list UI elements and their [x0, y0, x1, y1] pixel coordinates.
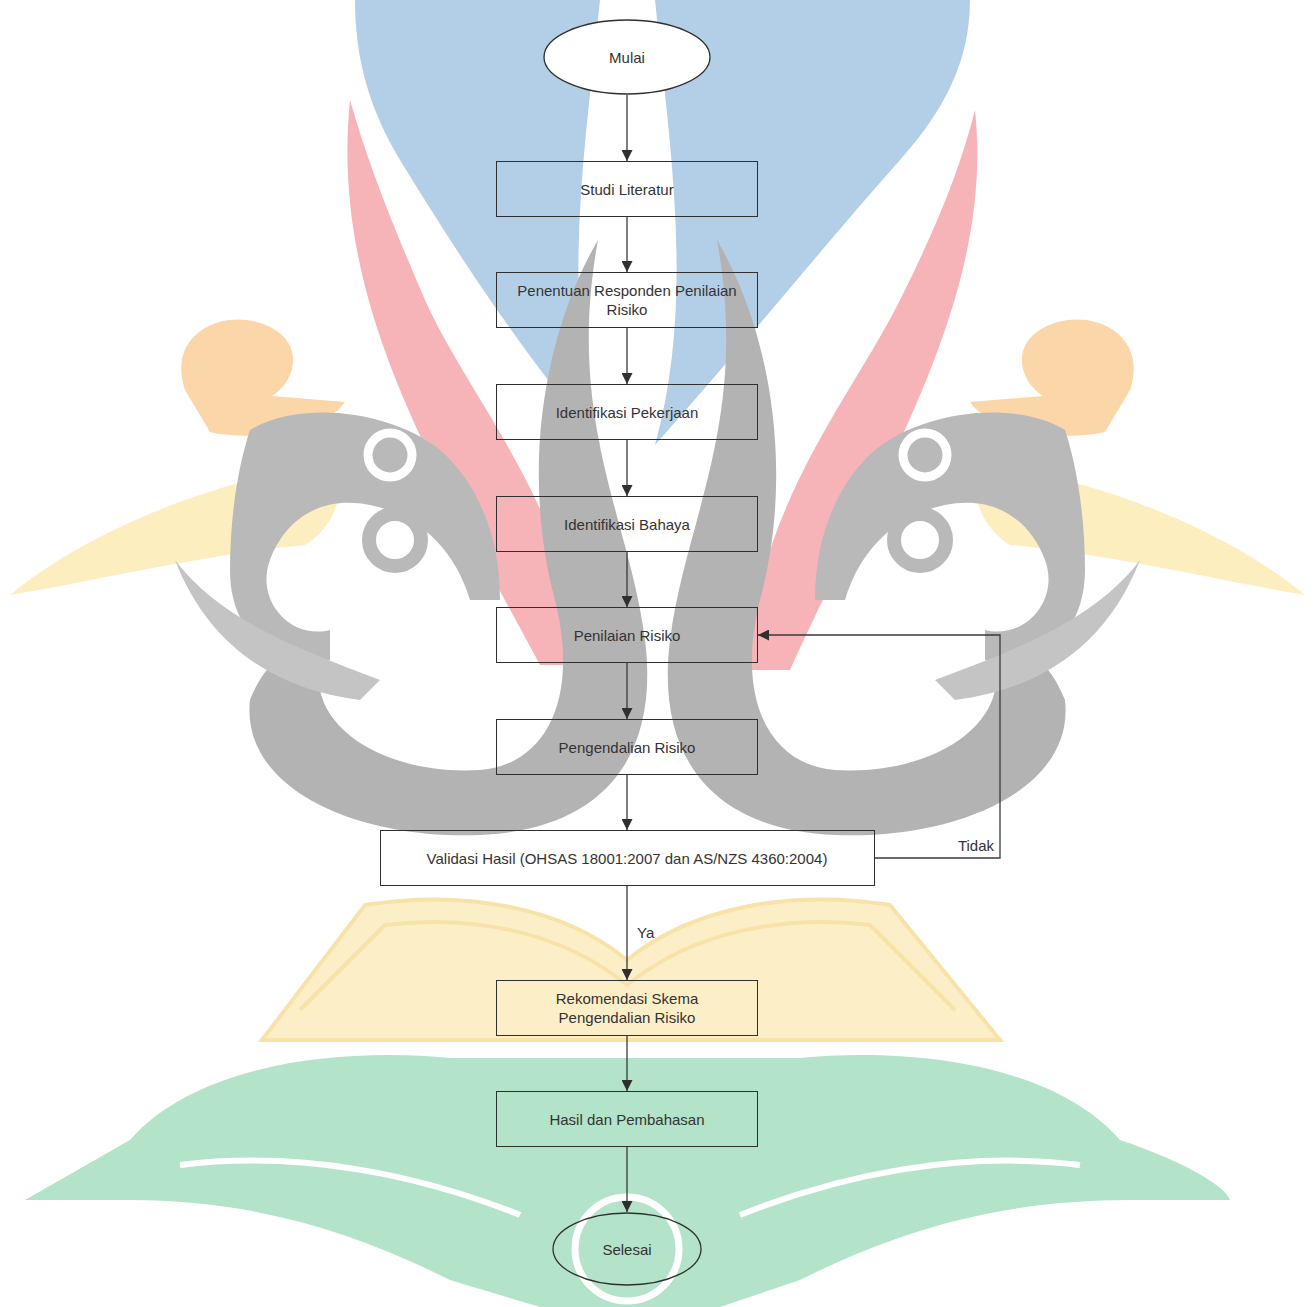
- green-ribbon: [25, 1055, 1230, 1307]
- process-box: Studi Literatur: [496, 161, 758, 217]
- flow-arrow: [626, 95, 627, 161]
- node-text: Studi Literatur: [580, 180, 673, 199]
- flow-arrow: [626, 663, 627, 719]
- terminator-ellipse: Mulai: [543, 19, 711, 95]
- terminator-ellipse: Selesai: [552, 1212, 702, 1286]
- flow-arrow: [626, 328, 627, 384]
- ellipse-outline: [544, 20, 710, 94]
- process-box: Penentuan Responden Penilaian Risiko: [496, 272, 758, 328]
- edge-label: Tidak: [958, 837, 994, 855]
- flow-arrow: [626, 217, 627, 272]
- node-text: Hasil dan Pembahasan: [549, 1110, 704, 1129]
- process-box: Validasi Hasil (OHSAS 18001:2007 dan AS/…: [380, 830, 875, 886]
- open-book: [262, 900, 1000, 1040]
- flow-arrow: [626, 886, 627, 980]
- hornbill-swirl: [369, 514, 421, 566]
- process-box: Rekomendasi Skema Pengendalian Risiko: [496, 980, 758, 1036]
- node-text: Identifikasi Bahaya: [564, 515, 690, 534]
- node-text: Selesai: [602, 1240, 651, 1259]
- process-box: Hasil dan Pembahasan: [496, 1091, 758, 1147]
- hornbill-swirl: [368, 433, 412, 477]
- node-text: Identifikasi Pekerjaan: [556, 403, 699, 422]
- node-text: Rekomendasi Skema Pengendalian Risiko: [511, 989, 743, 1027]
- flow-arrow: [626, 1147, 627, 1212]
- node-text: Mulai: [609, 48, 645, 67]
- process-box: Pengendalian Risiko: [496, 719, 758, 775]
- node-text: Pengendalian Risiko: [559, 738, 696, 757]
- process-box: Identifikasi Pekerjaan: [496, 384, 758, 440]
- flow-arrow: [758, 635, 1000, 858]
- flow-arrow: [626, 552, 627, 607]
- node-text: Penilaian Risiko: [574, 626, 681, 645]
- node-text: Penentuan Responden Penilaian Risiko: [511, 281, 743, 319]
- flow-arrow: [626, 1036, 627, 1091]
- hornbill-wing: [175, 560, 380, 700]
- green-ribbon-fold: [180, 1161, 1080, 1215]
- hornbill-head: [230, 413, 500, 662]
- hornbill-figure: [10, 240, 647, 835]
- node-text: Validasi Hasil (OHSAS 18001:2007 dan AS/…: [427, 849, 828, 868]
- edge-label: Ya: [637, 924, 654, 942]
- flow-arrow: [626, 775, 627, 830]
- pink-flame: [745, 110, 977, 670]
- process-box: Identifikasi Bahaya: [496, 496, 758, 552]
- ellipse-outline: [553, 1213, 701, 1285]
- process-box: Penilaian Risiko: [496, 607, 758, 663]
- flow-arrow: [626, 440, 627, 496]
- hornbill-figure: [668, 240, 1305, 835]
